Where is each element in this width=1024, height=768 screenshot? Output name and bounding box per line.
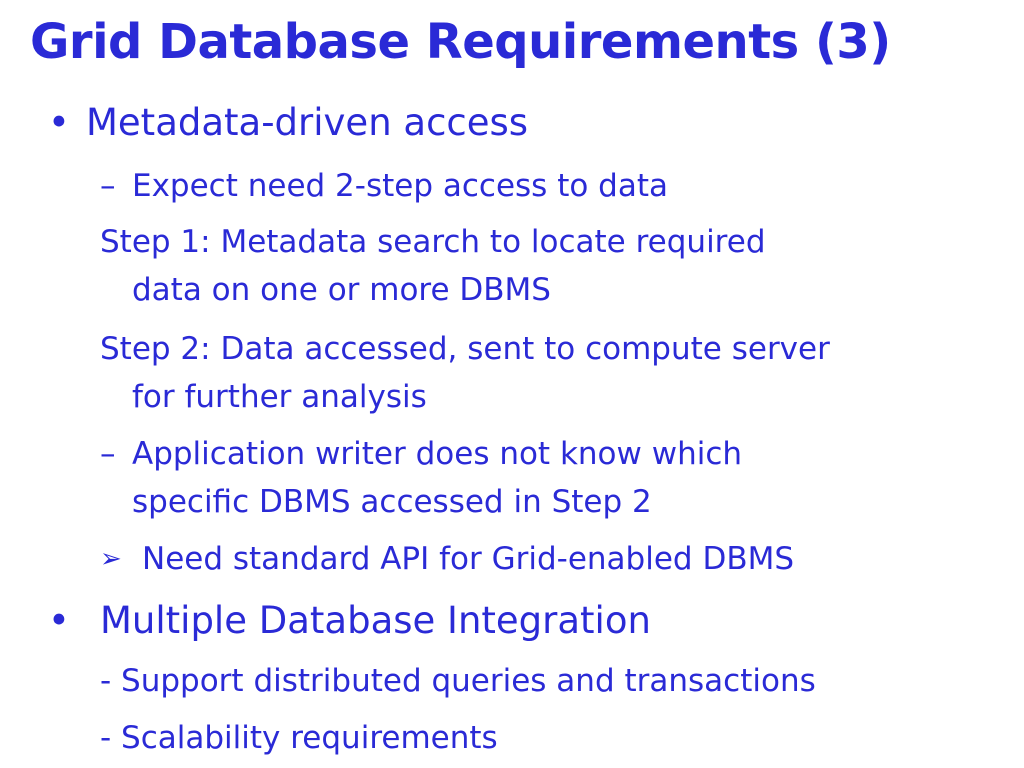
bullet-text: Metadata-driven access [86,101,529,144]
bullet-dot-icon: • [48,599,70,642]
sub-item-step-2: Step 2: Data accessed, sent to compute s… [100,325,1000,425]
bullet-dot-icon: • [48,101,70,144]
arrow-bullet-icon: ➢ [100,544,122,574]
sub-item-application-writer: – Application writer does not know which… [100,430,1000,530]
bullet-text: Multiple Database Integration [100,599,651,642]
step-2-line-1: Step 2: Data accessed, sent to compute s… [100,331,830,367]
step-2-line-2: for further analysis [132,379,427,415]
dash-icon: – [100,168,116,204]
application-writer-line-1: Application writer does not know which [132,436,743,472]
slide-title: Grid Database Requirements (3) [30,14,891,70]
standard-api-text: Need standard API for Grid-enabled DBMS [142,541,795,577]
sub-item-step-1: Step 1: Metadata search to locate requir… [100,218,1000,318]
step-1-line-2: data on one or more DBMS [132,272,551,308]
application-writer-line-2: specific DBMS accessed in Step 2 [132,484,652,520]
bullet-item-metadata-driven-access: • Metadata-driven access [48,100,1008,148]
step-1-line-1: Step 1: Metadata search to locate requir… [100,224,766,260]
scalability-text: - Scalability requirements [100,720,498,756]
sub-item-two-step-access: – Expect need 2-step access to data [100,162,1000,210]
distributed-queries-text: - Support distributed queries and transa… [100,663,816,699]
dash-icon: – [100,436,116,472]
sub-item-standard-api: ➢ Need standard API for Grid-enabled DBM… [100,535,1000,583]
bullet-item-multiple-database-integration: • Multiple Database Integration [48,598,1008,646]
sub-item-scalability: - Scalability requirements [100,714,1000,762]
sub-item-text: Expect need 2-step access to data [132,168,668,204]
sub-item-distributed-queries: - Support distributed queries and transa… [100,657,1000,705]
